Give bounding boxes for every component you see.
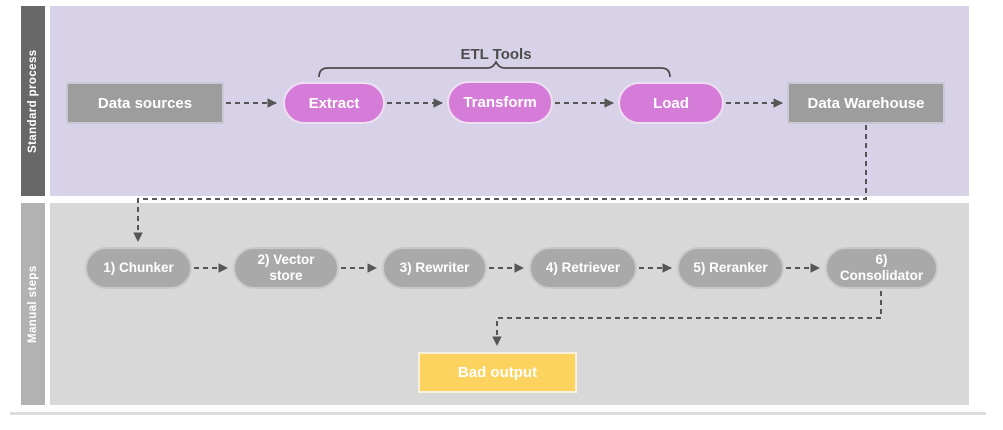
node-data-warehouse: Data Warehouse bbox=[787, 82, 945, 124]
lane-label-manual-steps: Manual steps bbox=[21, 203, 45, 405]
node-bad-output: Bad output bbox=[418, 352, 577, 393]
lane-label-standard-process: Standard process bbox=[21, 6, 45, 196]
node-transform: Transform bbox=[447, 81, 553, 124]
node-extract: Extract bbox=[283, 82, 385, 124]
node-rewriter: 3) Rewriter bbox=[382, 247, 487, 289]
node-chunker: 1) Chunker bbox=[85, 247, 192, 289]
etl-tools-label: ETL Tools bbox=[460, 46, 532, 63]
node-retriever: 4) Retriever bbox=[529, 247, 637, 289]
node-consolidator: 6) Consolidator bbox=[825, 247, 938, 289]
node-reranker: 5) Reranker bbox=[677, 247, 784, 289]
bottom-divider-line bbox=[10, 412, 986, 415]
node-vector-store: 2) Vector store bbox=[233, 247, 339, 289]
node-load: Load bbox=[618, 82, 724, 124]
node-data-sources: Data sources bbox=[66, 82, 224, 124]
